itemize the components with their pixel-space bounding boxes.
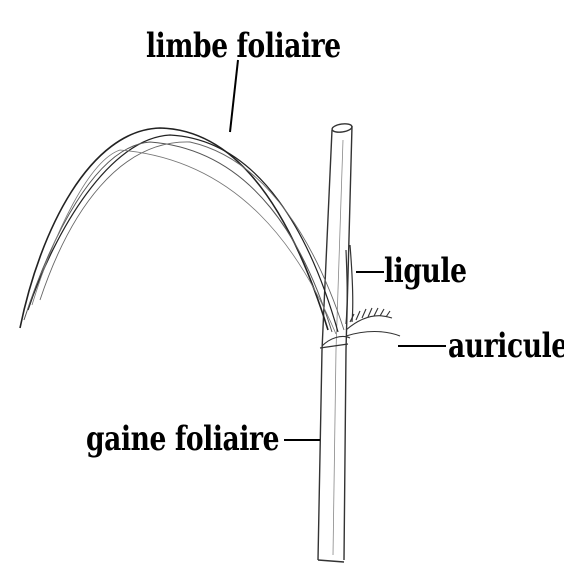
auricle [322, 308, 400, 346]
label-gaine-foliaire: gaine foliaire [86, 419, 279, 459]
leader-limbe [230, 60, 238, 132]
ligule [346, 245, 353, 324]
stem [318, 123, 352, 562]
label-auricule: auricule [448, 326, 564, 366]
label-limbe-foliaire: limbe foliaire [146, 26, 341, 66]
label-ligule: ligule [384, 251, 467, 291]
leaf-blade [20, 128, 344, 334]
leader-lines [230, 60, 446, 440]
